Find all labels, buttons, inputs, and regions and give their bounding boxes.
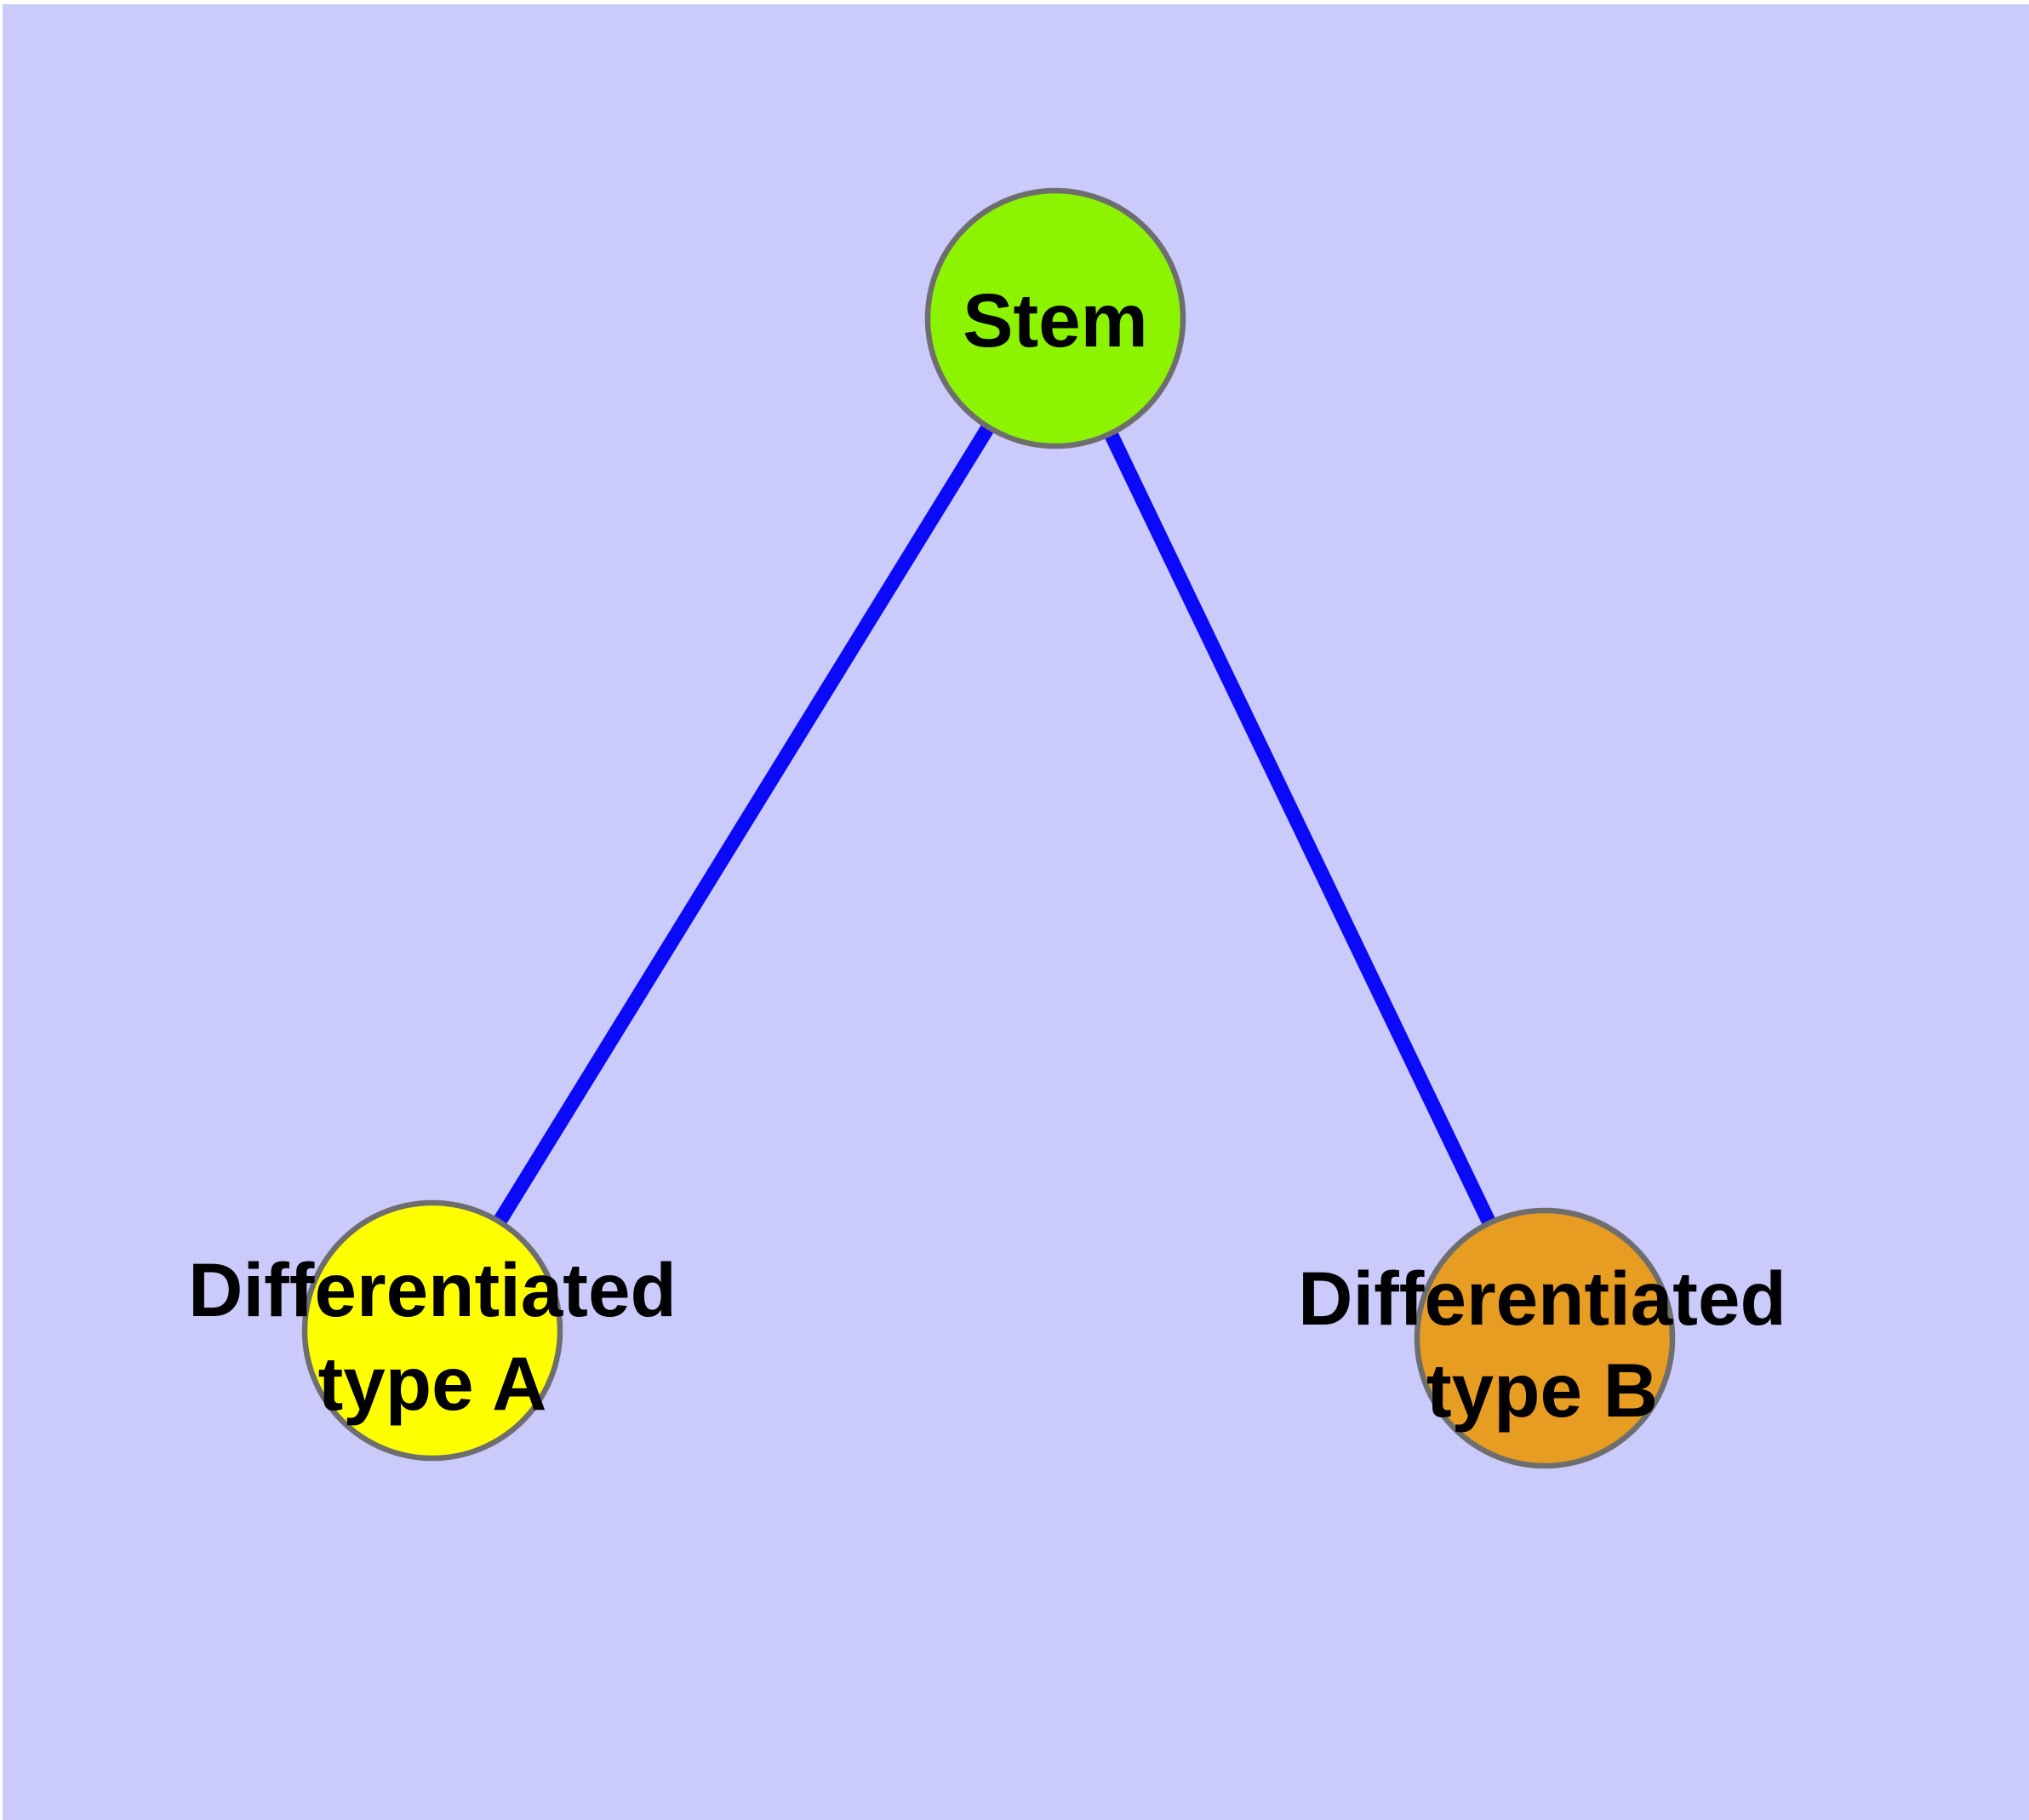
node-differentiated-type-b-circle bbox=[1414, 1207, 1676, 1469]
edge-stem-to-type-b bbox=[1049, 315, 1552, 1342]
node-stem-circle bbox=[924, 187, 1186, 449]
node-stem-label: Stem bbox=[963, 278, 1148, 363]
node-differentiated-type-a-circle bbox=[301, 1199, 563, 1462]
node-type-a-label-line2: type A bbox=[318, 1341, 547, 1426]
node-type-a-label-line1: Differentiated bbox=[188, 1247, 677, 1332]
node-type-b-label-line1: Differentiated bbox=[1298, 1256, 1786, 1341]
node-type-b-label-line2: type B bbox=[1426, 1348, 1658, 1433]
edge-stem-to-type-a bbox=[426, 314, 1062, 1335]
